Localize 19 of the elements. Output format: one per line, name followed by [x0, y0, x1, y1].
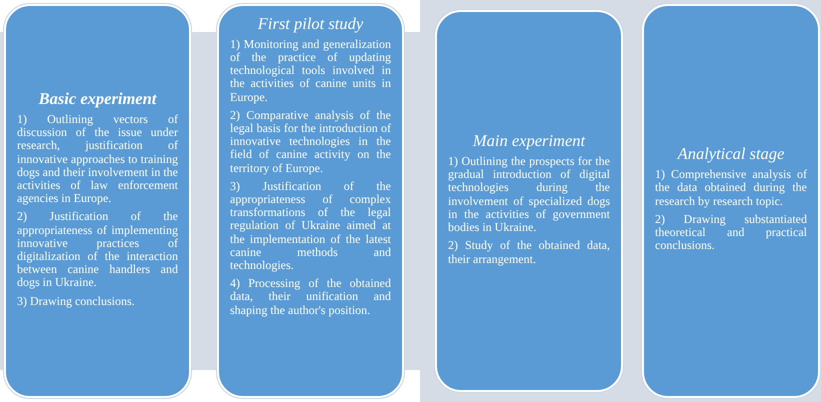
stage-title: Basic experiment	[38, 89, 158, 109]
stage-item: 3) Justification of the appropriateness of complex transformations of the legal regulation of Ukraine aimed at the implementation of the latest canine methods and technologies.	[230, 180, 391, 272]
stage-item: 2) Comparative analysis of the legal basis for the introduction of innovative technologies in the field of canine activity on the territory of Europe.	[230, 108, 391, 175]
stage-item: 2) Justification of the appropriateness of implementing innovative practices of digitalization of the interaction between canine handlers and dogs in Ukraine.	[17, 210, 178, 290]
stage-title: Main experiment	[472, 131, 586, 152]
stage-title: Analytical stage	[676, 144, 786, 164]
stage-card	[642, 4, 820, 398]
stage-item: 1) Monitoring and generalization of the practice of updating technological tools involved in the activities of canine units in Europe.	[230, 38, 391, 104]
stage-item: 2) Drawing substantiated theoretical and practical conclusions.	[655, 212, 807, 252]
stage-item: 1) Outlining vectors of discussion of the issue under research, justification of innovative approaches to training dogs and their involvement in the activities of law enforcement agencies in Europe.	[17, 112, 178, 206]
stage-item: 2) Study of the obtained data, their arrangement.	[448, 239, 610, 266]
stage-item: 1) Outlining the prospects for the gradual introduction of digital technologies during the involvement of specialized dogs in the activities of government bodies in Ukraine.	[448, 155, 610, 234]
stage-item: 1) Comprehensive analysis of the data obtained during the research by research topic.	[655, 168, 807, 208]
stage-item: 4) Processing of the obtained data, their unification and shaping the author's position.	[230, 277, 391, 317]
stage-card	[4, 4, 191, 398]
stage-title: First pilot study	[256, 14, 364, 34]
stage-card	[217, 4, 404, 398]
stage-card	[435, 10, 623, 392]
stage-item: 3) Drawing conclusions.	[17, 294, 136, 308]
